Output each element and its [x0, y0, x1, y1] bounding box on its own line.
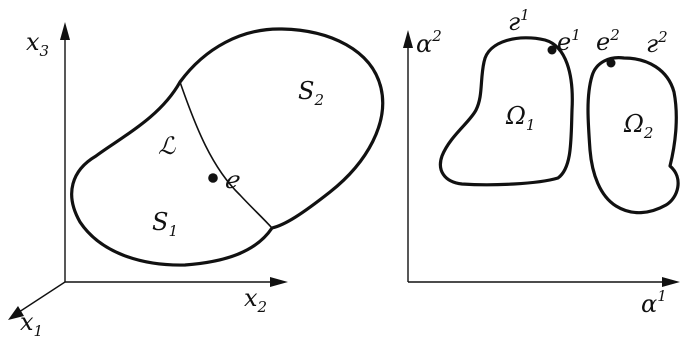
- omega1-label: Ω1: [505, 102, 535, 134]
- alpha1-axis-arrowhead: [662, 277, 680, 287]
- interface-curve: [179, 81, 273, 229]
- interface-curve-label: ℒ: [158, 132, 176, 160]
- x1-axis-label: x1: [20, 308, 43, 340]
- omega1-region: [438, 36, 574, 187]
- x2-axis-arrowhead: [270, 277, 288, 287]
- e2-label: e2: [596, 26, 620, 56]
- x2-axis-label: x2: [244, 284, 267, 316]
- body-outline: [70, 27, 385, 267]
- e1-label: e1: [557, 26, 581, 56]
- x3-axis-label: x3: [26, 28, 49, 60]
- region-s1-label: S1: [152, 208, 178, 240]
- alpha2-axis-arrowhead: [403, 30, 413, 48]
- e2-point: [606, 58, 616, 68]
- alpha1-axis-label: α1: [641, 287, 667, 318]
- left-panel: x3 x2 x1 S2 S1 ℒ ℯ: [8, 22, 385, 340]
- x1-axis-arrowhead: [8, 306, 24, 320]
- interface-point: [208, 173, 218, 183]
- x1-axis: [15, 281, 66, 315]
- region-s2-label: S2: [298, 77, 324, 109]
- gamma1-label: г1: [508, 6, 530, 36]
- x3-axis-arrowhead: [60, 22, 70, 40]
- interface-point-label: ℯ: [224, 166, 241, 194]
- right-panel: α2 α1 Ω1 Ω2 г1 г2 e1 e2: [403, 6, 680, 318]
- alpha2-axis-label: α2: [416, 27, 442, 58]
- gamma2-label: г2: [646, 28, 668, 58]
- omega2-region: [586, 56, 680, 215]
- omega2-label: Ω2: [623, 110, 653, 142]
- e1-point: [547, 45, 557, 55]
